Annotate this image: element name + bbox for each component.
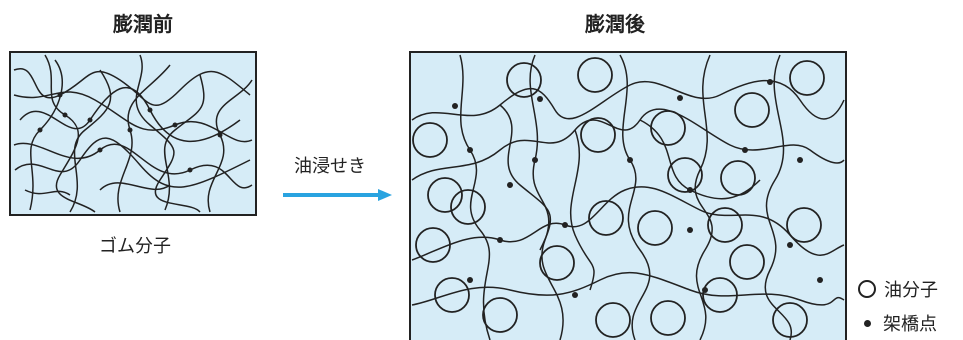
immersion-arrow <box>283 189 392 201</box>
after-crosslinks <box>452 79 823 298</box>
legend-oil: 油分子 <box>858 276 938 302</box>
after-panel <box>409 51 847 340</box>
legend-crosslink-label: 架橋点 <box>883 314 937 335</box>
swollen-rubber-molecules <box>411 54 845 340</box>
circle-outline-icon <box>858 280 876 298</box>
after-title: 膨潤後 <box>585 12 645 36</box>
oil-molecules <box>412 57 825 338</box>
before-title: 膨潤前 <box>113 12 173 36</box>
before-crosslinks <box>37 92 223 173</box>
legend-oil-label: 油分子 <box>884 280 938 301</box>
before-panel <box>9 51 257 216</box>
filled-dot-icon <box>864 319 871 327</box>
legend-crosslink: 架橋点 <box>858 310 937 336</box>
oil-immersion-label: 油浸せき <box>294 156 366 177</box>
rubber-molecule-label: ゴム分子 <box>99 236 171 257</box>
